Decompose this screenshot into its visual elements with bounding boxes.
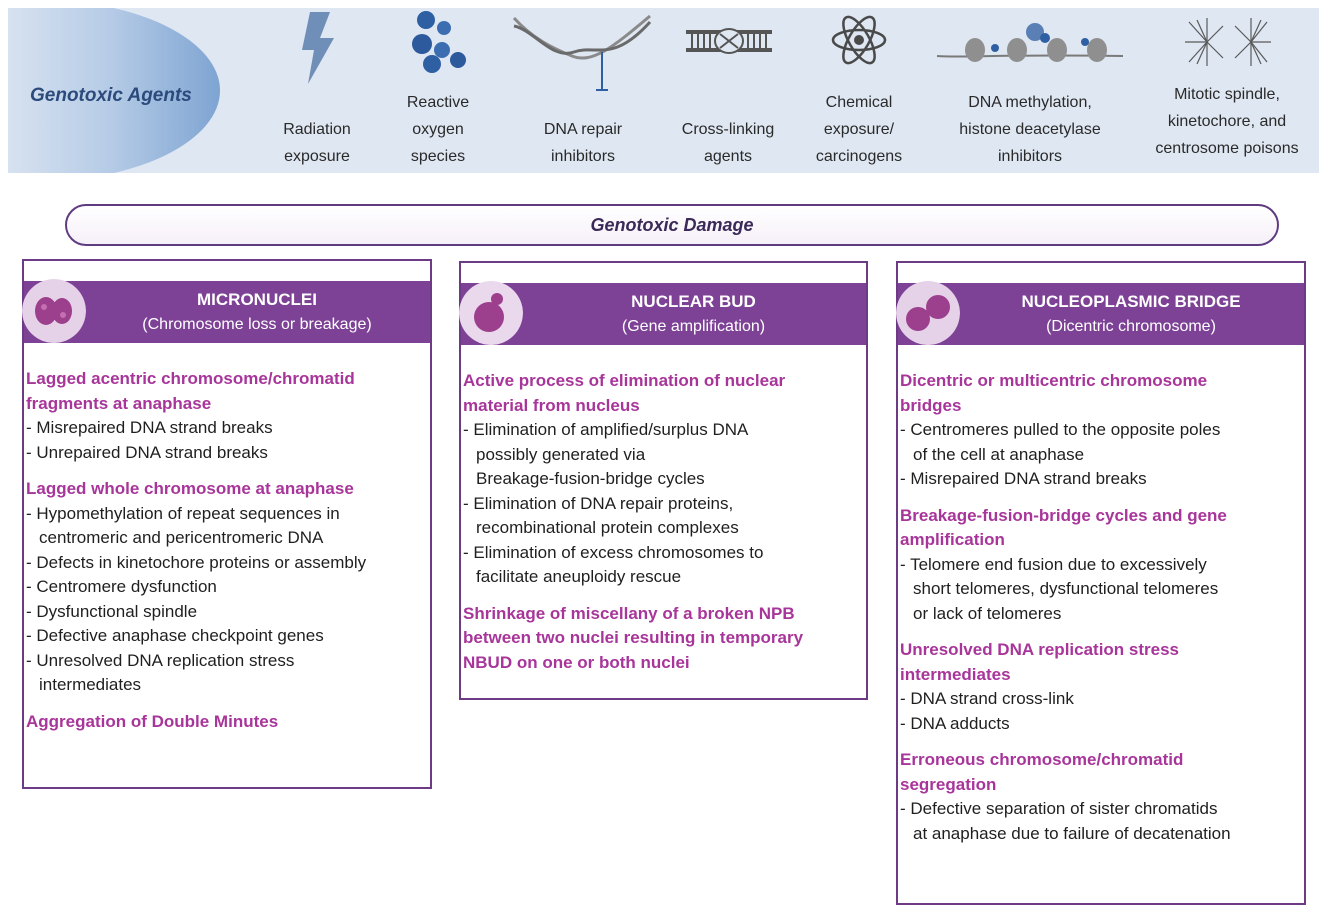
box-content: Lagged acentric chromosome/chromatid fra… [26, 367, 430, 734]
agent-label: Mitotic spindle, kinetochore, and centro… [1155, 86, 1299, 157]
agent-label: Reactive oxygen species [406, 94, 470, 165]
box-content: Active process of elimination of nuclear… [463, 369, 866, 675]
box-title: MICRONUCLEI [197, 290, 317, 309]
damage-label: Genotoxic Damage [590, 215, 754, 235]
agents-title: Genotoxic Agents [30, 85, 192, 106]
section-heading: Unresolved DNA replication stress interm… [900, 640, 1180, 684]
section-heading: Erroneous chromosome/chromatid segregati… [900, 750, 1184, 794]
spindle-icon [1185, 18, 1271, 66]
box-title: NUCLEAR BUD [631, 292, 756, 311]
crosslinked-dna-icon [686, 28, 772, 54]
list-item: - Unresolved DNA replication stress inte… [26, 650, 295, 695]
agent-dna-methylation: DNA methylation, histone deacetylase inh… [930, 8, 1130, 170]
genotoxic-damage-bar: Genotoxic Damage [65, 204, 1279, 246]
box-header: NUCLEOPLASMIC BRIDGE (Dicentric chromoso… [896, 281, 1304, 345]
list-item: - Misrepaired DNA strand breaks [26, 418, 273, 437]
section-heading: Lagged acentric chromosome/chromatid fra… [26, 369, 355, 413]
list-item: - Centromere dysfunction [26, 577, 217, 596]
list-item: - Telomere end fusion due to excessively… [900, 554, 1219, 623]
list-item: - Misrepaired DNA strand breaks [900, 469, 1147, 488]
section-heading: Active process of elimination of nuclear… [463, 371, 786, 415]
box-title: NUCLEOPLASMIC BRIDGE [1021, 292, 1241, 311]
list-item: - DNA adducts [900, 713, 1010, 733]
section-heading: Lagged whole chromosome at anaphase [26, 479, 354, 498]
section-heading: Shrinkage of miscellany of a broken NPB … [463, 603, 804, 672]
list-item: - Unrepaired DNA strand breaks [26, 442, 268, 462]
section-heading: Dicentric or multicentric chromosome bri… [900, 371, 1208, 415]
agent-chemical: Chemical exposure/ carcinogens [804, 8, 914, 170]
list-item: - Defects in kinetochore proteins or ass… [26, 552, 367, 572]
agent-radiation: Radiation exposure [258, 8, 376, 170]
list-item: - Elimination of DNA repair proteins, re… [463, 493, 739, 538]
nuclear-bud-cell-icon [459, 281, 523, 345]
agent-dna-repair: DNA repair inhibitors [508, 8, 658, 170]
nuclear-bud-box: NUCLEAR BUD (Gene amplification) Active … [459, 261, 868, 700]
list-item: - Elimination of excess chromosomes to f… [463, 542, 764, 587]
box-header: MICRONUCLEI (Chromosome loss or breakage… [22, 279, 430, 343]
box-header: NUCLEAR BUD (Gene amplification) [459, 281, 866, 345]
atom-icon [831, 15, 887, 65]
list-item: - Defective anaphase checkpoint genes [26, 626, 324, 645]
section-heading: Aggregation of Double Minutes [26, 711, 279, 731]
agent-label: Cross-linking agents [681, 121, 775, 165]
agent-label: DNA methylation, histone deacetylase inh… [959, 94, 1101, 165]
agent-label: DNA repair inhibitors [543, 121, 623, 165]
micronuclei-cell-icon [22, 279, 86, 343]
agent-mitotic-spindle: Mitotic spindle, kinetochore, and centro… [1143, 8, 1311, 170]
genotoxic-agents-banner: Genotoxic Agents Radiation exposure Reac… [8, 8, 1319, 173]
agent-cross-linking: Cross-linking agents [668, 8, 788, 170]
agent-label: Chemical exposure/ carcinogens [815, 94, 903, 165]
list-item: - Centromeres pulled to the opposite pol… [900, 420, 1221, 464]
agent-ros: Reactive oxygen species [388, 8, 488, 170]
nucleoplasmic-bridge-box: NUCLEOPLASMIC BRIDGE (Dicentric chromoso… [896, 261, 1306, 905]
ros-molecules-icon [412, 11, 466, 73]
micronuclei-box: MICRONUCLEI (Chromosome loss or breakage… [22, 259, 432, 789]
dna-helix-icon [512, 14, 652, 91]
list-item: - Dysfunctional spindle [26, 601, 198, 621]
lightning-icon [302, 12, 334, 84]
list-item: - Defective separation of sister chromat… [900, 799, 1231, 843]
nucleoplasmic-bridge-cell-icon [896, 281, 960, 345]
box-subtitle: (Dicentric chromosome) [1046, 318, 1216, 335]
box-subtitle: (Chromosome loss or breakage) [142, 316, 372, 333]
list-item: - DNA strand cross-link [900, 689, 1074, 708]
list-item: - Hypomethylation of repeat sequences in… [26, 503, 340, 548]
list-item: - Elimination of amplified/surplus DNA p… [463, 420, 749, 488]
nucleosome-icon [936, 23, 1124, 62]
section-heading: Breakage-fusion-bridge cycles and gene a… [900, 505, 1227, 550]
box-subtitle: (Gene amplification) [621, 318, 766, 335]
agent-label: Radiation exposure [283, 121, 351, 165]
box-content: Dicentric or multicentric chromosome bri… [900, 369, 1304, 846]
